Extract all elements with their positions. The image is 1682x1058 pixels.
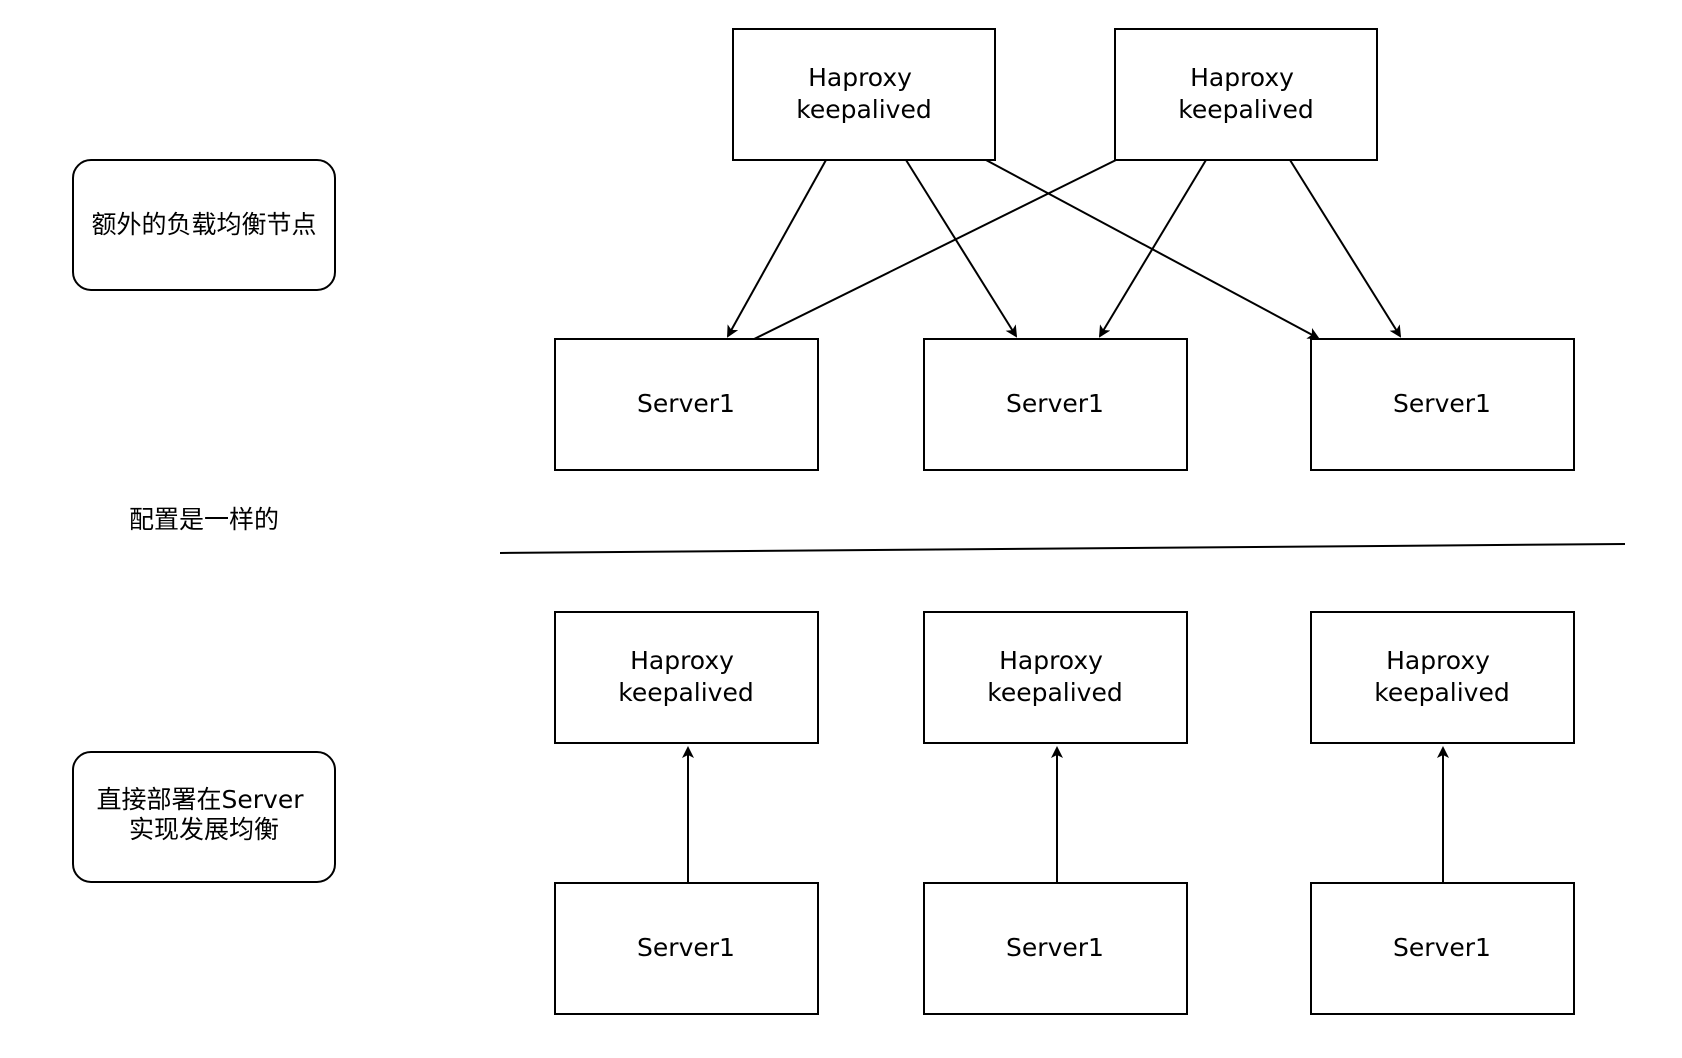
node-top-server-3-line-1: Server1 — [1393, 389, 1491, 418]
node-top-lb-2-line-1: Haproxy — [1190, 63, 1294, 92]
node-top-lb-1-box — [732, 28, 996, 161]
node-top-server-2-line-1: Server1 — [1006, 389, 1104, 418]
node-bottom-lb-3-line-1: Haproxy — [1386, 646, 1490, 675]
node-bottom-lb-1: Haproxy keepalived — [554, 611, 819, 744]
node-bottom-lb-2-box — [923, 611, 1188, 744]
note-direct-deploy-text: 直接部署在Server 实现发展均衡 — [97, 785, 312, 844]
node-top-server-1-text: Server1 — [637, 389, 735, 418]
node-bottom-lb-1-text: Haproxy keepalived — [618, 646, 753, 707]
node-top-lb-2: Haproxy keepalived — [1114, 28, 1378, 161]
note-extra-lb-node-line-1: 额外的负载均衡节点 — [91, 210, 316, 239]
node-top-server-1: Server1 — [554, 338, 819, 471]
node-top-lb-2-line-2: keepalived — [1178, 95, 1313, 124]
node-bottom-server-2: Server1 — [923, 882, 1188, 1015]
node-top-lb-1-line-2: keepalived — [796, 95, 931, 124]
node-bottom-server-3-text: Server1 — [1393, 933, 1491, 962]
node-bottom-lb-2: Haproxy keepalived — [923, 611, 1188, 744]
node-bottom-server-1-box — [554, 882, 819, 1015]
edges-layer — [682, 159, 1449, 882]
node-top-server-3-box — [1310, 338, 1575, 471]
edge-top-lb-1-to-server-1 — [727, 159, 827, 338]
node-bottom-lb-3-line-2: keepalived — [1374, 678, 1509, 707]
node-bottom-server-2-box — [923, 882, 1188, 1015]
node-top-server-3-text: Server1 — [1393, 389, 1491, 418]
node-bottom-server-1: Server1 — [554, 882, 819, 1015]
note-same-config: 配置是一样的 — [129, 505, 279, 534]
node-bottom-lb-1-box — [554, 611, 819, 744]
note-extra-lb-node-box — [72, 159, 336, 291]
node-bottom-server-1-line-1: Server1 — [637, 933, 735, 962]
node-bottom-lb-2-text: Haproxy keepalived — [987, 646, 1122, 707]
node-bottom-lb-1-line-1: Haproxy — [630, 646, 734, 675]
node-bottom-lb-2-line-2: keepalived — [987, 678, 1122, 707]
node-bottom-server-3: Server1 — [1310, 882, 1575, 1015]
node-top-server-2-text: Server1 — [1006, 389, 1104, 418]
node-bottom-server-2-text: Server1 — [1006, 933, 1104, 962]
note-direct-deploy: 直接部署在Server 实现发展均衡 — [72, 751, 336, 883]
note-direct-deploy-line-1: 直接部署在Server — [97, 785, 305, 814]
node-top-lb-1-line-1: Haproxy — [808, 63, 912, 92]
node-bottom-lb-1-line-2: keepalived — [618, 678, 753, 707]
note-extra-lb-node-text: 额外的负载均衡节点 — [91, 210, 316, 239]
node-bottom-lb-3: Haproxy keepalived — [1310, 611, 1575, 744]
node-top-server-2-box — [923, 338, 1188, 471]
note-direct-deploy-box — [72, 751, 336, 883]
node-bottom-server-2-line-1: Server1 — [1006, 933, 1104, 962]
node-bottom-server-1-text: Server1 — [637, 933, 735, 962]
node-top-server-1-line-1: Server1 — [637, 389, 735, 418]
edge-top-lb-2-to-server-1 — [730, 159, 1117, 351]
node-bottom-lb-3-box — [1310, 611, 1575, 744]
edge-top-lb-2-to-server-3 — [1289, 159, 1402, 338]
note-direct-deploy-line-2: 实现发展均衡 — [129, 815, 279, 844]
node-top-lb-2-box — [1114, 28, 1378, 161]
node-bottom-server-3-line-1: Server1 — [1393, 933, 1491, 962]
edge-top-lb-2-to-server-2 — [1098, 159, 1207, 338]
edge-top-lb-1-to-server-2 — [905, 159, 1018, 338]
node-top-server-2: Server1 — [923, 338, 1188, 471]
node-top-server-3: Server1 — [1310, 338, 1575, 471]
section-divider — [499, 543, 1626, 554]
node-bottom-lb-3-text: Haproxy keepalived — [1374, 646, 1509, 707]
node-bottom-server-3-box — [1310, 882, 1575, 1015]
node-top-lb-1: Haproxy keepalived — [732, 28, 996, 161]
node-top-lb-1-text: Haproxy keepalived — [796, 63, 931, 124]
node-top-lb-2-text: Haproxy keepalived — [1178, 63, 1313, 124]
note-extra-lb-node: 额外的负载均衡节点 — [72, 159, 336, 291]
node-bottom-lb-2-line-1: Haproxy — [999, 646, 1103, 675]
node-top-server-1-box — [554, 338, 819, 471]
